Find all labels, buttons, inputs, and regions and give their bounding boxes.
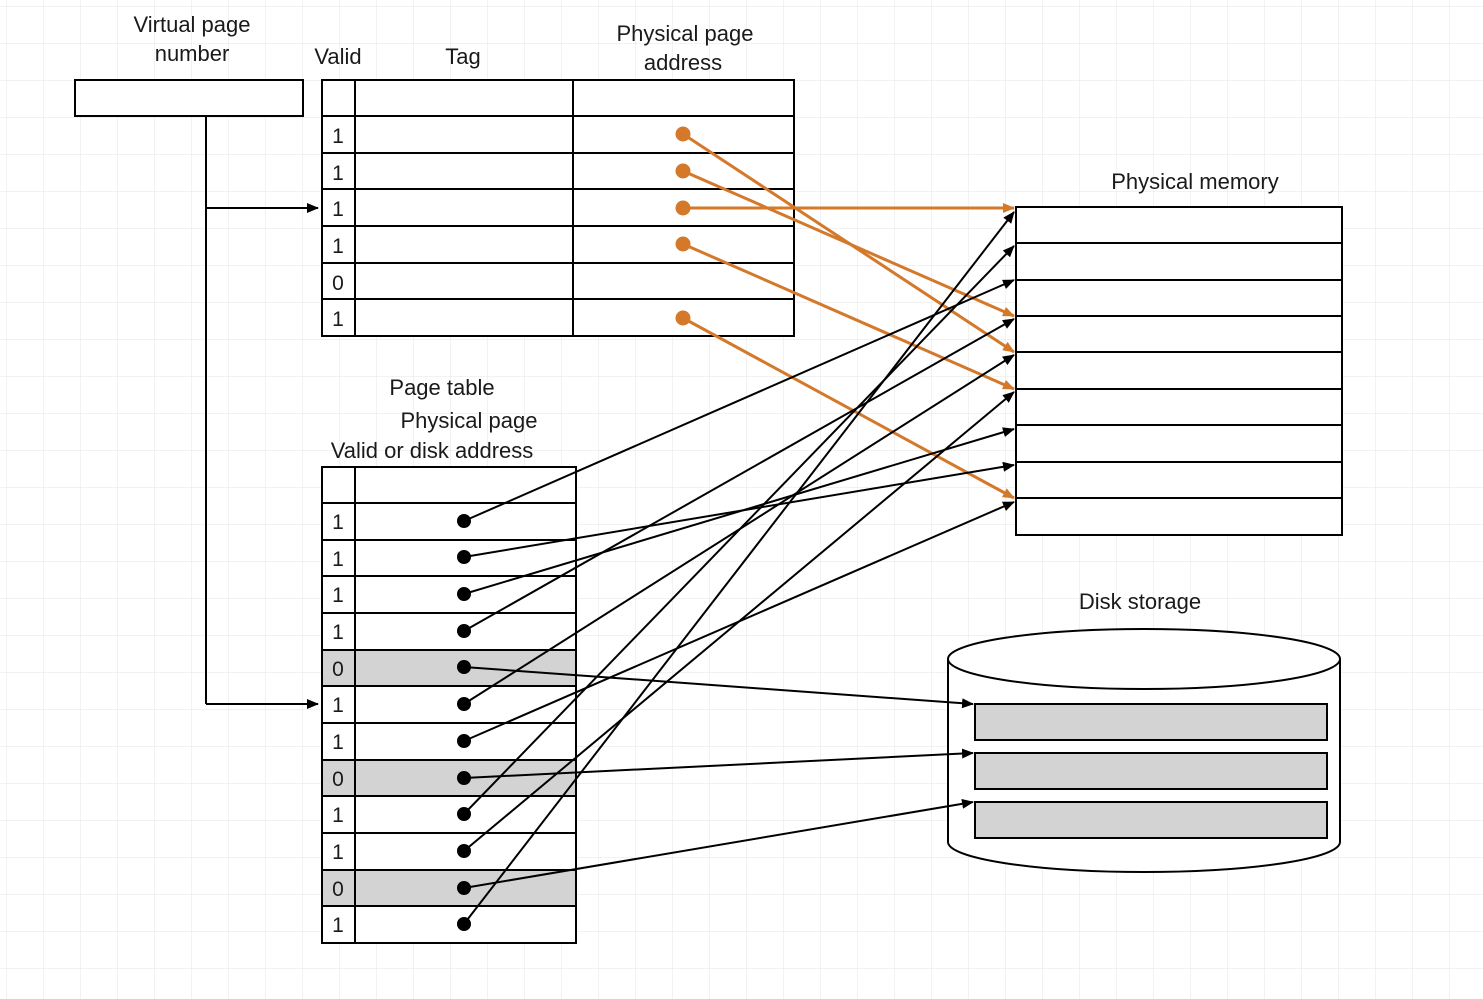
disk-block <box>974 752 1328 790</box>
disk-storage-cylinder <box>947 628 1341 873</box>
page-table-mapping-arrow <box>463 318 1015 632</box>
virtual-page-label-line1: Virtual page <box>133 12 250 37</box>
page-table-mapping-arrow <box>463 279 1015 522</box>
tlb-valid-header: Valid <box>314 44 361 69</box>
page-table-valid-bit: 1 <box>332 804 344 827</box>
page-table-disk-arrow <box>463 666 974 709</box>
page-table-valid-bit: 1 <box>332 511 344 534</box>
tlb-valid-bit: 1 <box>332 235 344 258</box>
page-table-valid-bit: 0 <box>332 878 344 901</box>
page-table-valid-bit: 0 <box>332 658 344 681</box>
disk-block <box>974 801 1328 839</box>
tlb-valid-bit: 1 <box>332 125 344 148</box>
page-table-valid-bit: 1 <box>332 914 344 937</box>
tlb-physical-header-line2: address <box>644 50 722 75</box>
vpn-connectors <box>205 116 319 709</box>
tlb-tag-header: Tag <box>445 44 480 69</box>
physical-memory-label: Physical memory <box>1111 169 1278 194</box>
disk-storage-label: Disk storage <box>1079 589 1201 614</box>
tlb-valid-bit: 1 <box>332 162 344 185</box>
page-table-valid-bit: 0 <box>332 768 344 791</box>
page-table-valid-bit: 1 <box>332 841 344 864</box>
page-table: 1 1 1 1 0 1 1 0 1 1 0 1 <box>321 466 577 944</box>
tlb-mapping-arrows <box>675 126 1015 500</box>
page-table-valid-bit: 1 <box>332 731 344 754</box>
tlb-mapping-arrow <box>682 316 1015 500</box>
tlb-valid-bit: 1 <box>332 308 344 331</box>
page-table-valid-bit: 1 <box>332 694 344 717</box>
page-table-valid-bit: 1 <box>332 584 344 607</box>
page-table-valid-disk-header: Valid or disk address <box>331 438 534 463</box>
page-table-disk-arrow <box>463 798 974 889</box>
page-table-mapping-arrow <box>463 391 1015 852</box>
tlb-valid-bit: 1 <box>332 198 344 221</box>
tlb-mapping-arrow <box>682 242 1015 391</box>
page-table-mapping-arrow <box>463 245 1015 815</box>
disk-block <box>974 703 1328 741</box>
invalid-row-shade <box>322 760 576 796</box>
page-table-physical-header: Physical page <box>401 408 538 433</box>
page-table-mapping-arrow <box>463 211 1015 925</box>
page-table-mapping-arrow <box>463 427 1015 595</box>
page-table-disk-arrow <box>463 748 974 779</box>
page-table-mapping-arrows <box>457 211 1015 931</box>
page-table-valid-bit: 1 <box>332 548 344 571</box>
page-table-valid-bit: 1 <box>332 621 344 644</box>
invalid-row-shade <box>322 650 576 686</box>
physical-memory <box>1015 206 1343 536</box>
virtual-page-number-box <box>74 79 304 117</box>
tlb-mapping-arrow <box>682 169 1015 318</box>
tlb-valid-bit: 0 <box>332 272 344 295</box>
virtual-page-label-line2: number <box>155 41 230 66</box>
page-table-title: Page table <box>389 375 494 400</box>
tlb-physical-header-line1: Physical page <box>617 21 754 46</box>
